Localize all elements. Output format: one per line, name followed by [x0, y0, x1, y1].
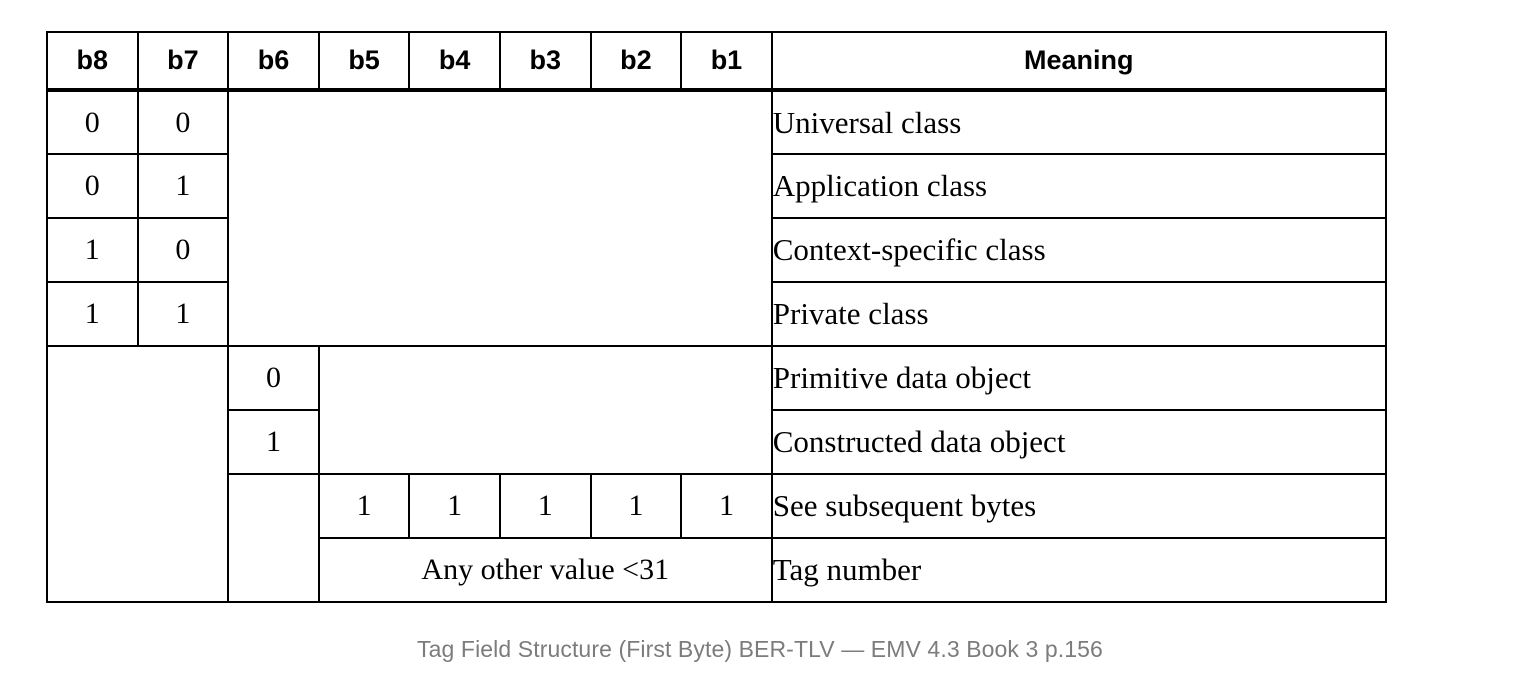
column-header-b8: b8	[46, 31, 139, 92]
table-row: 0 1 Application class	[46, 153, 1387, 219]
figure-caption: Tag Field Structure (First Byte) BER-TLV…	[417, 636, 1103, 662]
column-header-b2: b2	[589, 31, 683, 92]
cell-any-other-value: Any other value <31	[317, 537, 773, 603]
table-row: 1 Constructed data object	[47, 409, 1387, 475]
column-header-b5: b5	[317, 31, 411, 92]
shaded-cell-bit-b6	[227, 473, 320, 603]
cell-meaning: Tag number	[770, 537, 1387, 603]
cell-b8: 1	[46, 217, 139, 283]
cell-meaning: Context-specific class	[770, 217, 1387, 283]
cell-b6: 1	[227, 409, 320, 475]
cell-meaning: Private class	[770, 281, 1387, 347]
table-row: 1 1 Private class	[46, 281, 1387, 347]
cell-b3: 1	[498, 473, 592, 539]
cell-meaning: Application class	[770, 153, 1387, 219]
cell-b7: 1	[136, 281, 230, 347]
shaded-cell-bits-b5-b1	[317, 345, 773, 475]
cell-meaning: Primitive data object	[770, 345, 1387, 411]
cell-b6: 0	[227, 345, 320, 411]
tag-field-structure-table: b8 b7 b6 b5 b4 b3 b2 b1 Meaning 0 0 U	[45, 31, 1387, 603]
cell-b5: 1	[317, 473, 411, 539]
column-header-meaning: Meaning	[770, 31, 1387, 92]
cell-b7: 0	[136, 217, 230, 283]
cell-b4: 1	[408, 473, 501, 539]
column-header-b7: b7	[136, 31, 230, 92]
cell-meaning: Constructed data object	[770, 409, 1387, 475]
table-row: Any other value <31 Tag number	[47, 537, 1387, 603]
cell-b8: 1	[46, 281, 139, 347]
column-header-b6: b6	[227, 31, 320, 92]
shaded-cell-bits-b6-b1	[227, 89, 773, 347]
shaded-cell-bits-b8-b7	[45, 345, 230, 603]
table-header-row: b8 b7 b6 b5 b4 b3 b2 b1 Meaning	[46, 31, 1387, 92]
cell-b8: 0	[46, 89, 139, 155]
cell-b1: 1	[680, 473, 773, 539]
cell-b2: 1	[589, 473, 683, 539]
table-row: 0 Primitive data object	[45, 345, 1387, 603]
cell-meaning: See subsequent bytes	[770, 473, 1387, 539]
cell-b7: 1	[136, 153, 230, 219]
cell-b8: 0	[46, 153, 139, 219]
table-row: 1 1 1 1 1 See subsequent bytes	[47, 473, 1387, 603]
tag-field-structure-table-wrapper: b8 b7 b6 b5 b4 b3 b2 b1 Meaning 0 0 U	[45, 31, 1387, 603]
cell-meaning: Universal class	[770, 89, 1387, 155]
column-header-b4: b4	[408, 31, 501, 92]
table-row: 1 0 Context-specific class	[46, 217, 1387, 283]
table-row: 0 0 Universal class	[46, 89, 1387, 347]
column-header-b3: b3	[498, 31, 592, 92]
column-header-b1: b1	[680, 31, 773, 92]
cell-b7: 0	[136, 89, 230, 155]
